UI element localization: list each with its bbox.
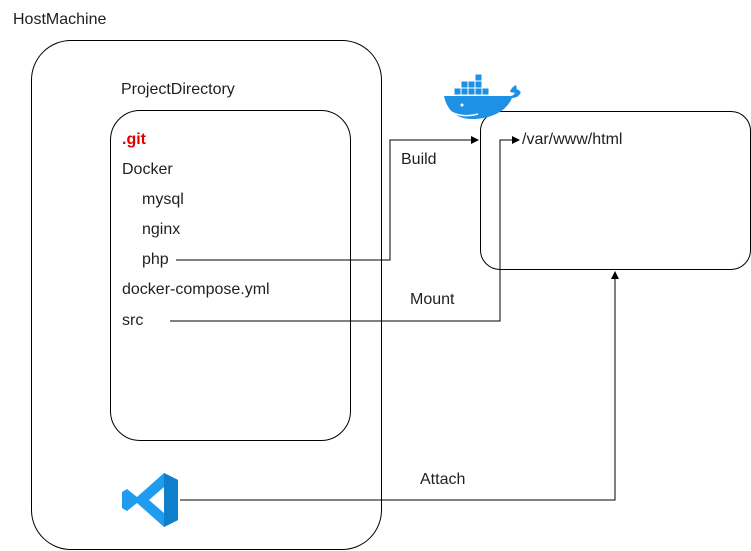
container-box	[480, 111, 751, 270]
item-nginx: nginx	[142, 221, 181, 238]
docker-whale-icon	[444, 73, 521, 119]
vscode-icon	[122, 473, 178, 527]
attach-label: Attach	[420, 471, 466, 488]
build-arrow	[176, 136, 479, 261]
project-directory-title: ProjectDirectory	[121, 81, 235, 98]
mount-arrow	[170, 136, 520, 322]
item-mysql: mysql	[142, 191, 184, 208]
item-docker-compose: docker-compose.yml	[122, 281, 270, 298]
item-src: src	[122, 312, 144, 329]
item-git: .git	[122, 131, 146, 148]
project-directory-box	[110, 110, 351, 441]
build-label: Build	[401, 151, 437, 168]
host-machine-title: HostMachine	[13, 11, 107, 28]
attach-arrow	[180, 271, 619, 501]
item-docker: Docker	[122, 161, 173, 178]
mount-label: Mount	[410, 291, 455, 308]
container-path: /var/www/html	[522, 131, 623, 148]
item-php: php	[142, 251, 169, 268]
